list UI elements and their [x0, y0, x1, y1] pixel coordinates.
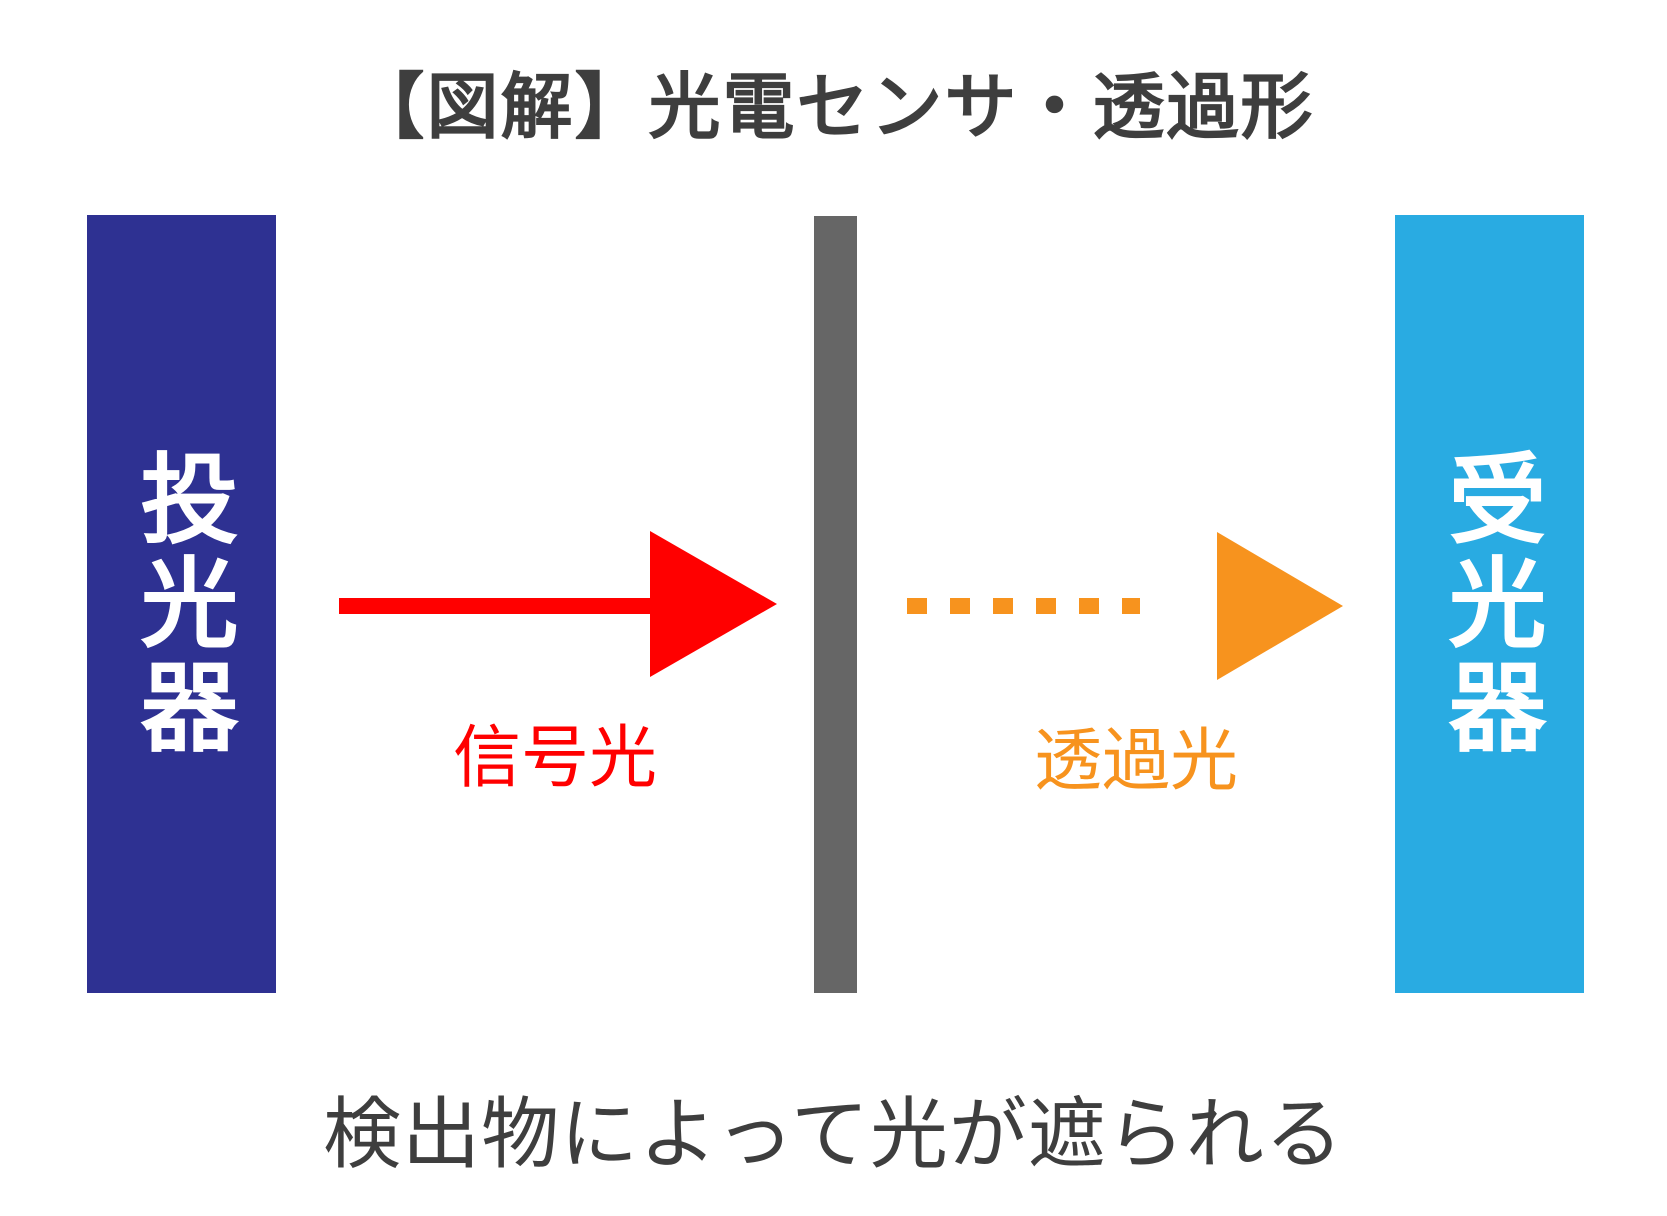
- transmitted-arrow-head-icon: [1217, 532, 1343, 680]
- signal-light-label: 信号光: [452, 720, 657, 796]
- receiver-label: 受光器: [1434, 448, 1545, 760]
- receiver-box: 受光器: [1395, 215, 1584, 993]
- diagram-title: 【図解】光電センサ・透過形: [352, 68, 1315, 148]
- transmitted-arrow-dashed-shaft: [907, 598, 1140, 614]
- signal-arrow-shaft: [339, 598, 653, 614]
- transmitted-light-label: 透過光: [1033, 723, 1238, 799]
- detected-object-bar: [814, 216, 857, 993]
- diagram-caption: 検出物によって光が遮られる: [323, 1090, 1344, 1178]
- emitter-label: 投光器: [126, 448, 237, 760]
- signal-arrow-head-icon: [650, 531, 777, 677]
- emitter-box: 投光器: [87, 215, 276, 993]
